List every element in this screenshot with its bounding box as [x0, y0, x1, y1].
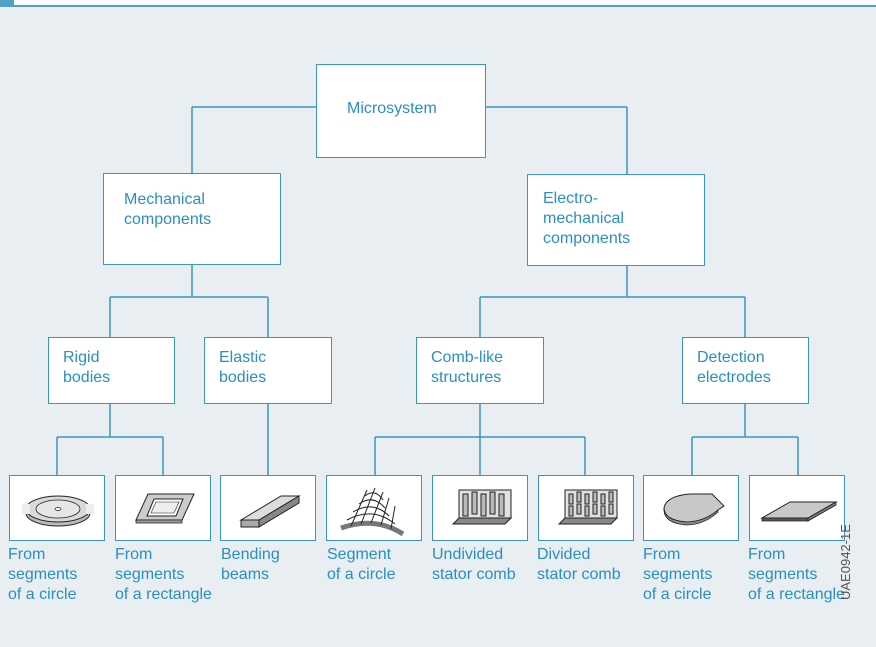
- figure-code: UAE0942-1E: [838, 524, 853, 600]
- caption-line: of a circle: [643, 586, 712, 603]
- caption-line: of a circle: [8, 586, 77, 603]
- label-line: components: [124, 211, 212, 228]
- node-detection-electrodes: Detection electrodes: [682, 337, 809, 404]
- caption-line: stator comb: [432, 566, 516, 583]
- caption-line: Bending: [221, 546, 280, 563]
- label-line: bodies: [63, 369, 111, 386]
- caption-line: of a rectangle: [115, 586, 212, 603]
- node-electromechanical-components: Electro- mechanical components: [527, 174, 705, 266]
- caption-electrode-circle: From segments of a circle: [643, 545, 712, 605]
- caption-divided-comb: Divided stator comb: [537, 545, 621, 585]
- rectangular-electrode-icon: [749, 475, 845, 541]
- caption-line: From: [8, 546, 46, 563]
- circular-comb-segment-icon: [326, 475, 422, 541]
- caption-line: Undivided: [432, 546, 504, 563]
- node-elastic-bodies: Elastic bodies: [204, 337, 332, 404]
- divided-stator-comb-icon: [538, 475, 634, 541]
- caption-line: From: [643, 546, 681, 563]
- caption-line: stator comb: [537, 566, 621, 583]
- undivided-stator-comb-icon: [432, 475, 528, 541]
- node-mechanical-components: Mechanical components: [103, 173, 281, 265]
- rectangle-frame-icon: [115, 475, 211, 541]
- caption-line: From: [115, 546, 153, 563]
- node-microsystem: Microsystem: [316, 64, 486, 158]
- caption-line: beams: [221, 566, 270, 583]
- caption-line: of a rectangle: [748, 586, 845, 603]
- label-line: Electro-: [543, 190, 599, 207]
- caption-bending-beams: Bending beams: [221, 545, 280, 585]
- caption-line: segments: [748, 566, 818, 583]
- node-microsystem-label: Microsystem: [347, 100, 437, 117]
- top-rule: [0, 5, 876, 7]
- top-marker: [0, 0, 14, 7]
- caption-comb-circle-segment: Segment of a circle: [327, 545, 395, 585]
- label-line: bodies: [219, 369, 267, 386]
- node-comb-like-structures: Comb-like structures: [416, 337, 544, 404]
- label-line: Comb-like: [431, 349, 504, 366]
- caption-line: segments: [643, 566, 713, 583]
- caption-rigid-rectangle: From segments of a rectangle: [115, 545, 212, 605]
- bending-beam-icon: [220, 475, 316, 541]
- label-line: components: [543, 230, 631, 247]
- caption-rigid-circle: From segments of a circle: [8, 545, 77, 605]
- label-line: electrodes: [697, 369, 771, 386]
- caption-line: Divided: [537, 546, 591, 563]
- label-line: mechanical: [543, 210, 624, 227]
- top-band: [0, 0, 876, 6]
- circular-electrode-icon: [643, 475, 739, 541]
- label-line: Elastic: [219, 349, 267, 366]
- caption-line: segments: [115, 566, 185, 583]
- caption-line: segments: [8, 566, 78, 583]
- node-rigid-bodies: Rigid bodies: [48, 337, 175, 404]
- label-line: structures: [431, 369, 502, 386]
- label-line: Detection: [697, 349, 765, 366]
- caption-electrode-rectangle: From segments of a rectangle: [748, 545, 845, 605]
- label-line: Mechanical: [124, 191, 205, 208]
- label-line: Rigid: [63, 349, 100, 366]
- caption-line: of a circle: [327, 566, 396, 583]
- caption-line: From: [748, 546, 786, 563]
- caption-undivided-comb: Undivided stator comb: [432, 545, 516, 585]
- caption-line: Segment: [327, 546, 392, 563]
- circle-segments-disc-icon: [9, 475, 105, 541]
